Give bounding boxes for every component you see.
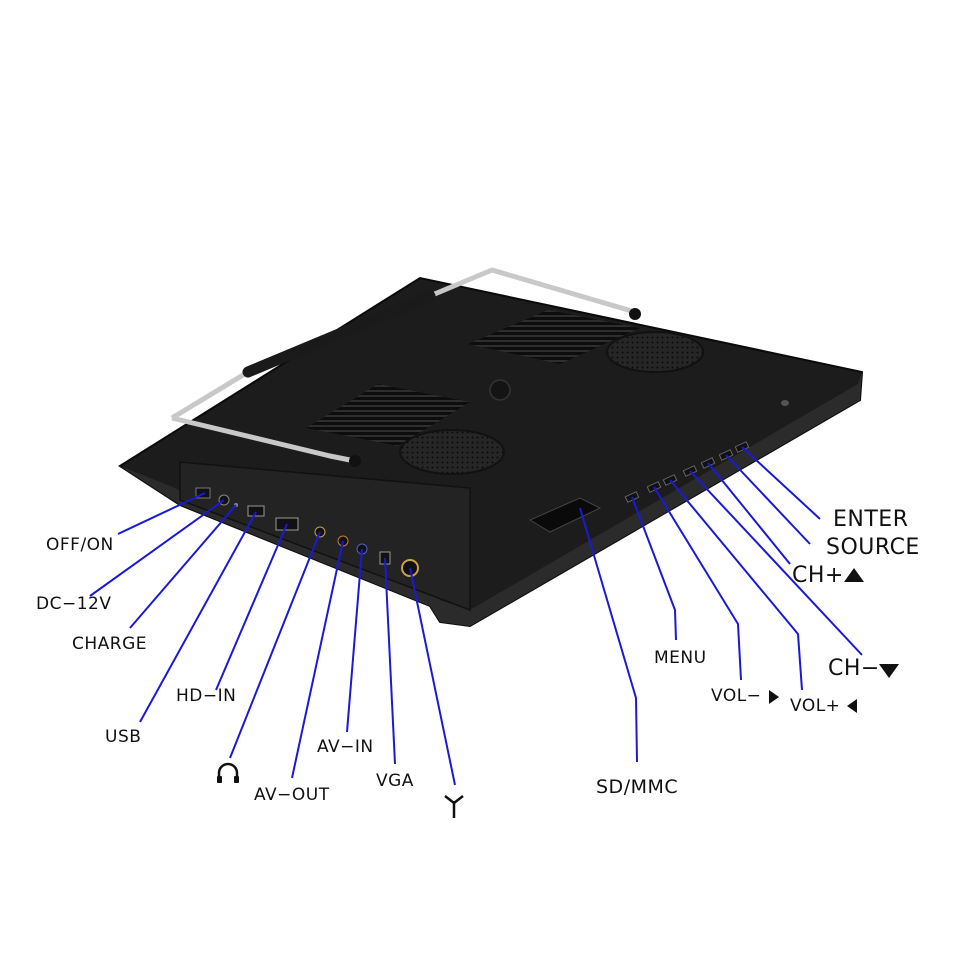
line-ch-plus [707, 462, 791, 565]
vent-right [468, 310, 640, 364]
carry-handle [170, 267, 641, 467]
label-charge: CHARGE [72, 634, 148, 654]
antenna-icon [444, 795, 464, 818]
tv-back-panel [118, 276, 864, 628]
label-vol-minus: VOL− [711, 686, 762, 706]
callout-lines [89, 446, 863, 786]
line-menu [631, 496, 677, 641]
label-off-on: OFF/ON [46, 535, 114, 555]
label-dc-12v: DC−12V [36, 594, 112, 614]
center-mount [489, 379, 511, 401]
label-hd-in: HD−IN [176, 686, 237, 706]
line-headphone [229, 531, 321, 759]
line-vol-plus [669, 479, 803, 691]
speaker-grill-right [606, 331, 704, 373]
line-antenna [409, 567, 456, 786]
usb-port [247, 505, 265, 517]
line-av-in [346, 548, 363, 733]
label-menu: MENU [654, 648, 707, 668]
triangle-left-icon [847, 699, 857, 713]
label-vga: VGA [376, 771, 414, 791]
label-av-out: AV−OUT [254, 785, 330, 805]
line-vol-minus [653, 486, 742, 681]
label-source: SOURCE [826, 535, 920, 560]
line-ch-minus [689, 470, 863, 656]
speaker-grill-left [399, 429, 505, 475]
line-enter [741, 446, 821, 520]
line-vga [384, 557, 396, 765]
line-av-out [291, 540, 344, 779]
label-usb: USB [105, 727, 142, 747]
line-charge [129, 504, 237, 629]
triangle-down-icon [879, 664, 899, 678]
sd-slot [528, 497, 602, 533]
line-off-on [117, 492, 206, 535]
label-vol-plus: VOL+ [790, 696, 841, 716]
line-source [725, 454, 811, 545]
label-av-in: AV−IN [317, 737, 374, 757]
label-ch-minus: CH− [828, 656, 880, 681]
headphone-icon [217, 762, 239, 783]
label-ch-plus: CH+ [792, 563, 844, 588]
line-usb [139, 511, 257, 723]
label-sd-mmc: SD/MMC [596, 776, 679, 798]
line-sd-mmc [579, 507, 638, 763]
port-side-panel [179, 461, 471, 612]
triangle-up-icon [844, 568, 864, 582]
label-enter: ENTER [833, 507, 909, 532]
line-dc-12v [89, 499, 225, 597]
triangle-right-icon [769, 690, 779, 704]
vent-left [306, 384, 470, 446]
side-bulge [781, 400, 789, 406]
line-hd-in [215, 523, 288, 691]
